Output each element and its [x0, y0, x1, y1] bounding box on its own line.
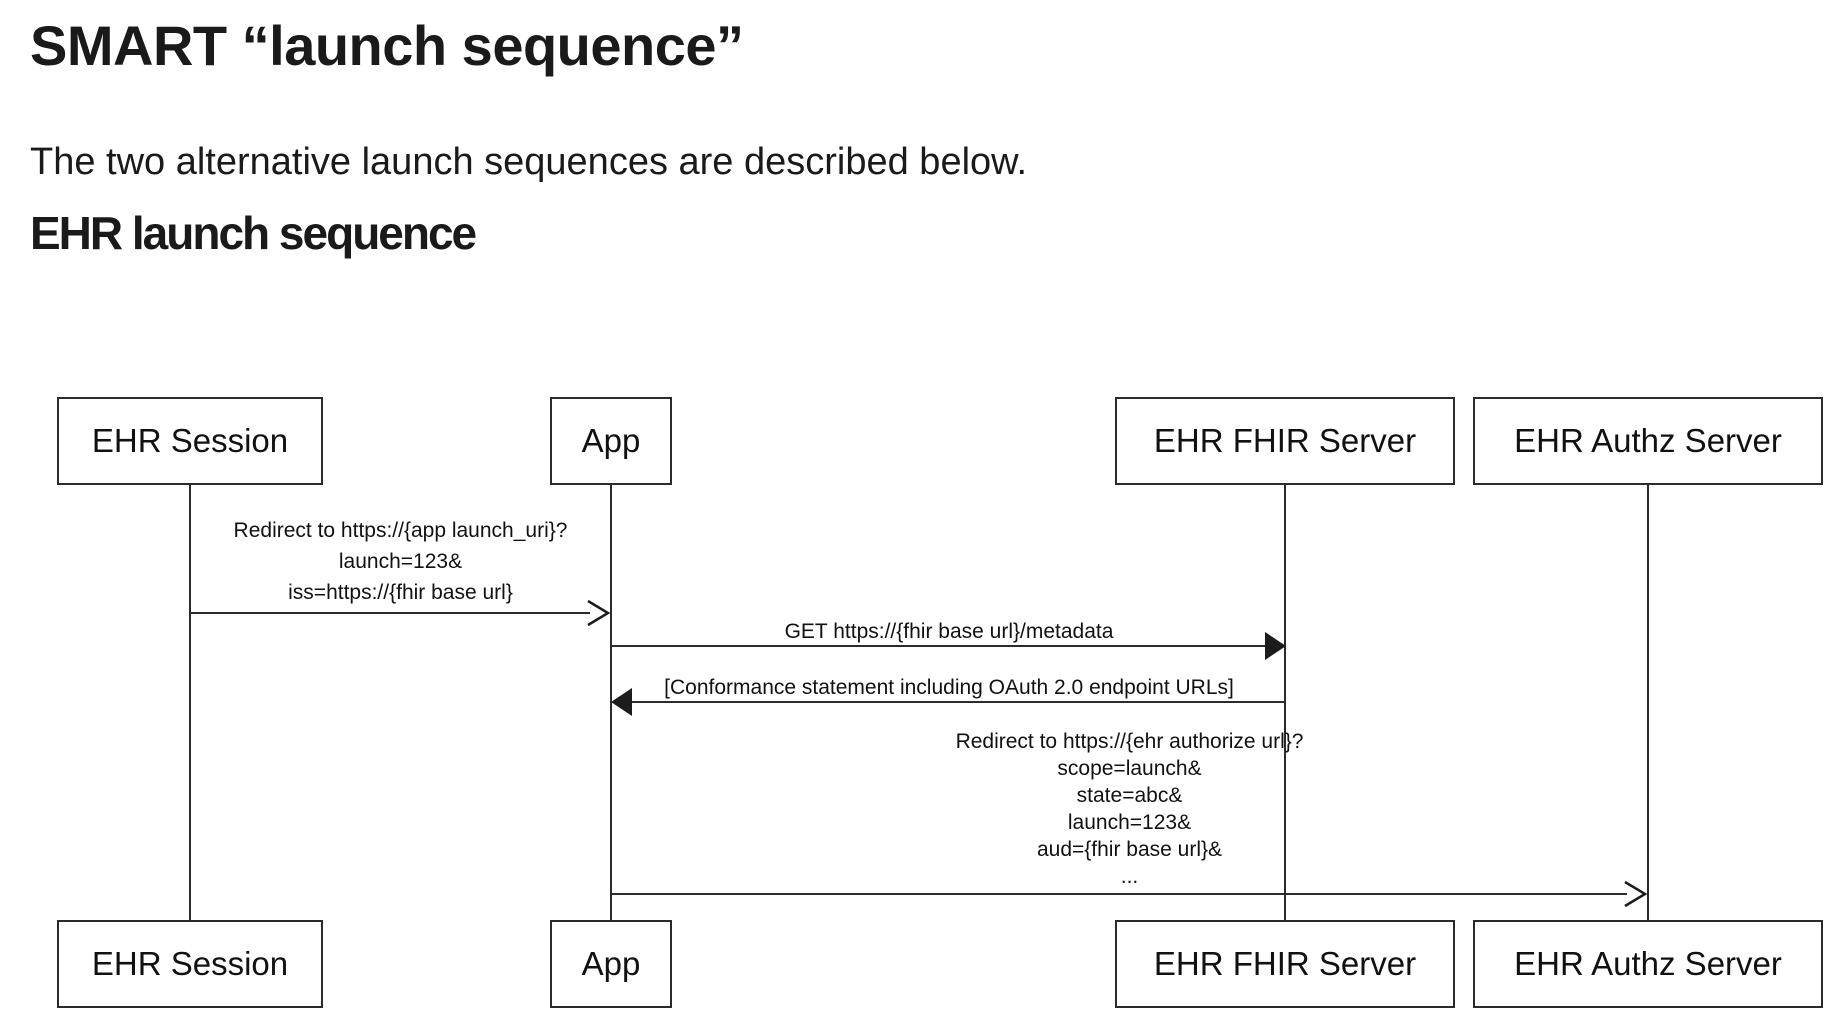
- actor-box-ehr-fhir-server-top: EHR FHIR Server: [1115, 397, 1455, 485]
- actor-label-app: App: [581, 422, 641, 459]
- message-line: GET https://{fhir base url}/metadata: [784, 620, 1114, 643]
- message-2-arrow: [611, 645, 1266, 647]
- actor-label-ehr-session: EHR Session: [91, 422, 289, 459]
- lifeline-ehr-session: [189, 485, 191, 920]
- message-1-label: Redirect to https://{app launch_uri}? la…: [190, 515, 611, 608]
- solid-arrowhead-icon: [611, 688, 632, 716]
- open-arrowhead-icon: [587, 599, 611, 627]
- actor-label-ehr-session: EHR Session: [91, 945, 289, 982]
- intro-text: The two alternative launch sequences are…: [30, 141, 1028, 183]
- message-line: iss=https://{fhir base url}: [288, 581, 513, 604]
- message-line: scope=launch&: [1057, 757, 1202, 780]
- message-2-label: GET https://{fhir base url}/metadata: [611, 620, 1287, 644]
- message-line: Redirect to https://{ehr authorize url}?: [955, 730, 1304, 753]
- message-line: ...: [1120, 865, 1139, 888]
- message-1-arrow: [190, 612, 590, 614]
- actor-label-ehr-authz-server: EHR Authz Server: [1514, 945, 1782, 982]
- actor-label-app: App: [581, 945, 641, 982]
- actor-box-ehr-fhir-server-bottom: EHR FHIR Server: [1115, 920, 1455, 1008]
- actor-box-ehr-authz-server-bottom: EHR Authz Server: [1473, 920, 1823, 1008]
- message-line: launch=123&: [338, 550, 463, 573]
- message-4-label: Redirect to https://{ehr authorize url}?…: [611, 728, 1648, 890]
- actor-box-app-bottom: App: [550, 920, 672, 1008]
- actor-box-ehr-session-bottom: EHR Session: [57, 920, 323, 1008]
- message-line: launch=123&: [1067, 811, 1192, 834]
- actor-box-ehr-authz-server-top: EHR Authz Server: [1473, 397, 1823, 485]
- message-3-label: [Conformance statement including OAuth 2…: [611, 676, 1287, 700]
- actor-label-ehr-authz-server: EHR Authz Server: [1514, 422, 1782, 459]
- actor-label-ehr-fhir-server: EHR FHIR Server: [1153, 422, 1417, 459]
- message-line: state=abc&: [1076, 784, 1183, 807]
- page-title: SMART “launch sequence”: [30, 14, 744, 77]
- solid-arrowhead-icon: [1265, 632, 1286, 660]
- message-line: aud={fhir base url}&: [1036, 838, 1223, 861]
- message-line: Redirect to https://{app launch_uri}?: [233, 519, 568, 542]
- actor-box-ehr-session-top: EHR Session: [57, 397, 323, 485]
- message-3-arrow: [632, 701, 1286, 703]
- message-4-arrow: [611, 893, 1627, 895]
- lifeline-ehr-authz-server: [1647, 485, 1649, 920]
- actor-label-ehr-fhir-server: EHR FHIR Server: [1153, 945, 1417, 982]
- actor-box-app-top: App: [550, 397, 672, 485]
- message-line: [Conformance statement including OAuth 2…: [664, 676, 1234, 699]
- open-arrowhead-icon: [1624, 880, 1648, 908]
- section-heading: EHR launch sequence: [30, 207, 477, 259]
